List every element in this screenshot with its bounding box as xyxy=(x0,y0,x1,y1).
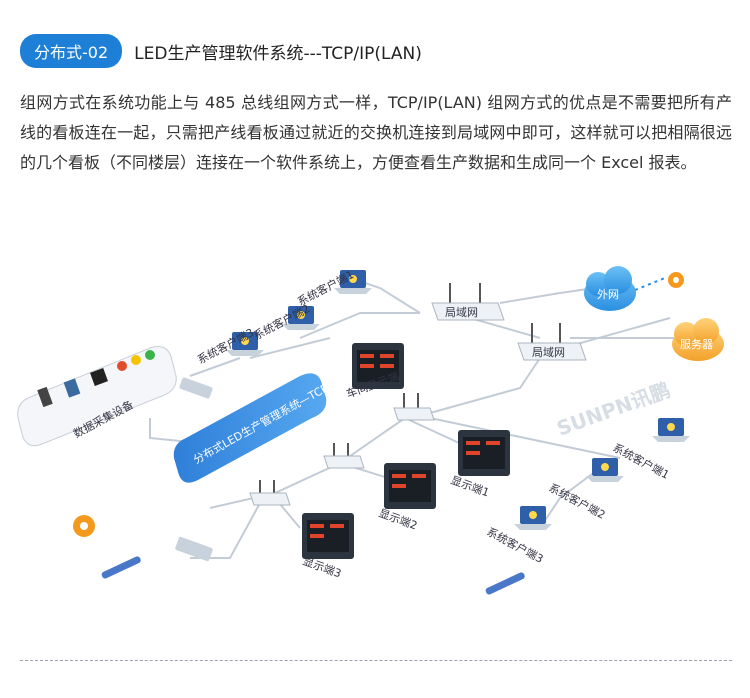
laptop-icon xyxy=(652,418,690,442)
server-label: 服务器 xyxy=(680,338,713,351)
led-board-icon xyxy=(384,463,436,509)
led-board-icon xyxy=(302,513,354,559)
cable-bar-icon xyxy=(101,556,525,595)
section-title: LED生产管理软件系统---TCP/IP(LAN) xyxy=(134,43,422,64)
lan-top-label: 局域网 xyxy=(445,306,478,319)
laptop-icon xyxy=(514,506,552,530)
keyboard-icon xyxy=(175,536,213,562)
led-board-icon xyxy=(458,430,510,476)
data-collection-panel xyxy=(17,346,177,447)
client-right-2-label: 系统客户端2 xyxy=(547,480,608,521)
switch-1 xyxy=(393,393,435,421)
router-top: 局域网 xyxy=(431,283,505,321)
switch-2 xyxy=(323,443,365,469)
laptop-icon xyxy=(334,270,372,294)
laptop-icon xyxy=(586,458,624,482)
led-board-icon xyxy=(352,343,404,389)
gear-icon xyxy=(668,272,684,288)
server-cloud-icon: 服务器 xyxy=(672,318,724,361)
intro-paragraph: 组网方式在系统功能上与 485 总线组网方式一样，TCP/IP(LAN) 组网方… xyxy=(20,93,732,172)
lan-mid-label: 局域网 xyxy=(532,346,565,359)
router-mid: 局域网 xyxy=(517,323,587,361)
internet-label: 外网 xyxy=(597,288,619,301)
internet-cloud-icon: 外网 xyxy=(584,266,636,311)
client-right-3-label: 系统客户端3 xyxy=(485,524,546,565)
display-2-label: 显示端2 xyxy=(377,507,419,533)
switch-3 xyxy=(249,480,291,506)
bottom-divider xyxy=(20,660,732,661)
network-diagram: 局域网 局域网 外网 服务器 xyxy=(17,266,724,595)
display-1-label: 显示端1 xyxy=(449,474,491,500)
gear-icon xyxy=(73,515,95,537)
section-header: 分布式-02 LED生产管理软件系统---TCP/IP(LAN) xyxy=(20,34,422,68)
system-banner-label: 分布式LED生产管理系统—TCP/IP xyxy=(191,374,343,467)
section-badge: 分布式-02 xyxy=(20,34,123,68)
laptop-icon xyxy=(226,332,264,356)
watermark-logo: SUNPN讯鹏 xyxy=(554,378,674,441)
keyboard-icon xyxy=(179,377,213,399)
client-right-1-label: 系统客户端1 xyxy=(611,440,672,481)
laptop-icon xyxy=(282,306,320,330)
